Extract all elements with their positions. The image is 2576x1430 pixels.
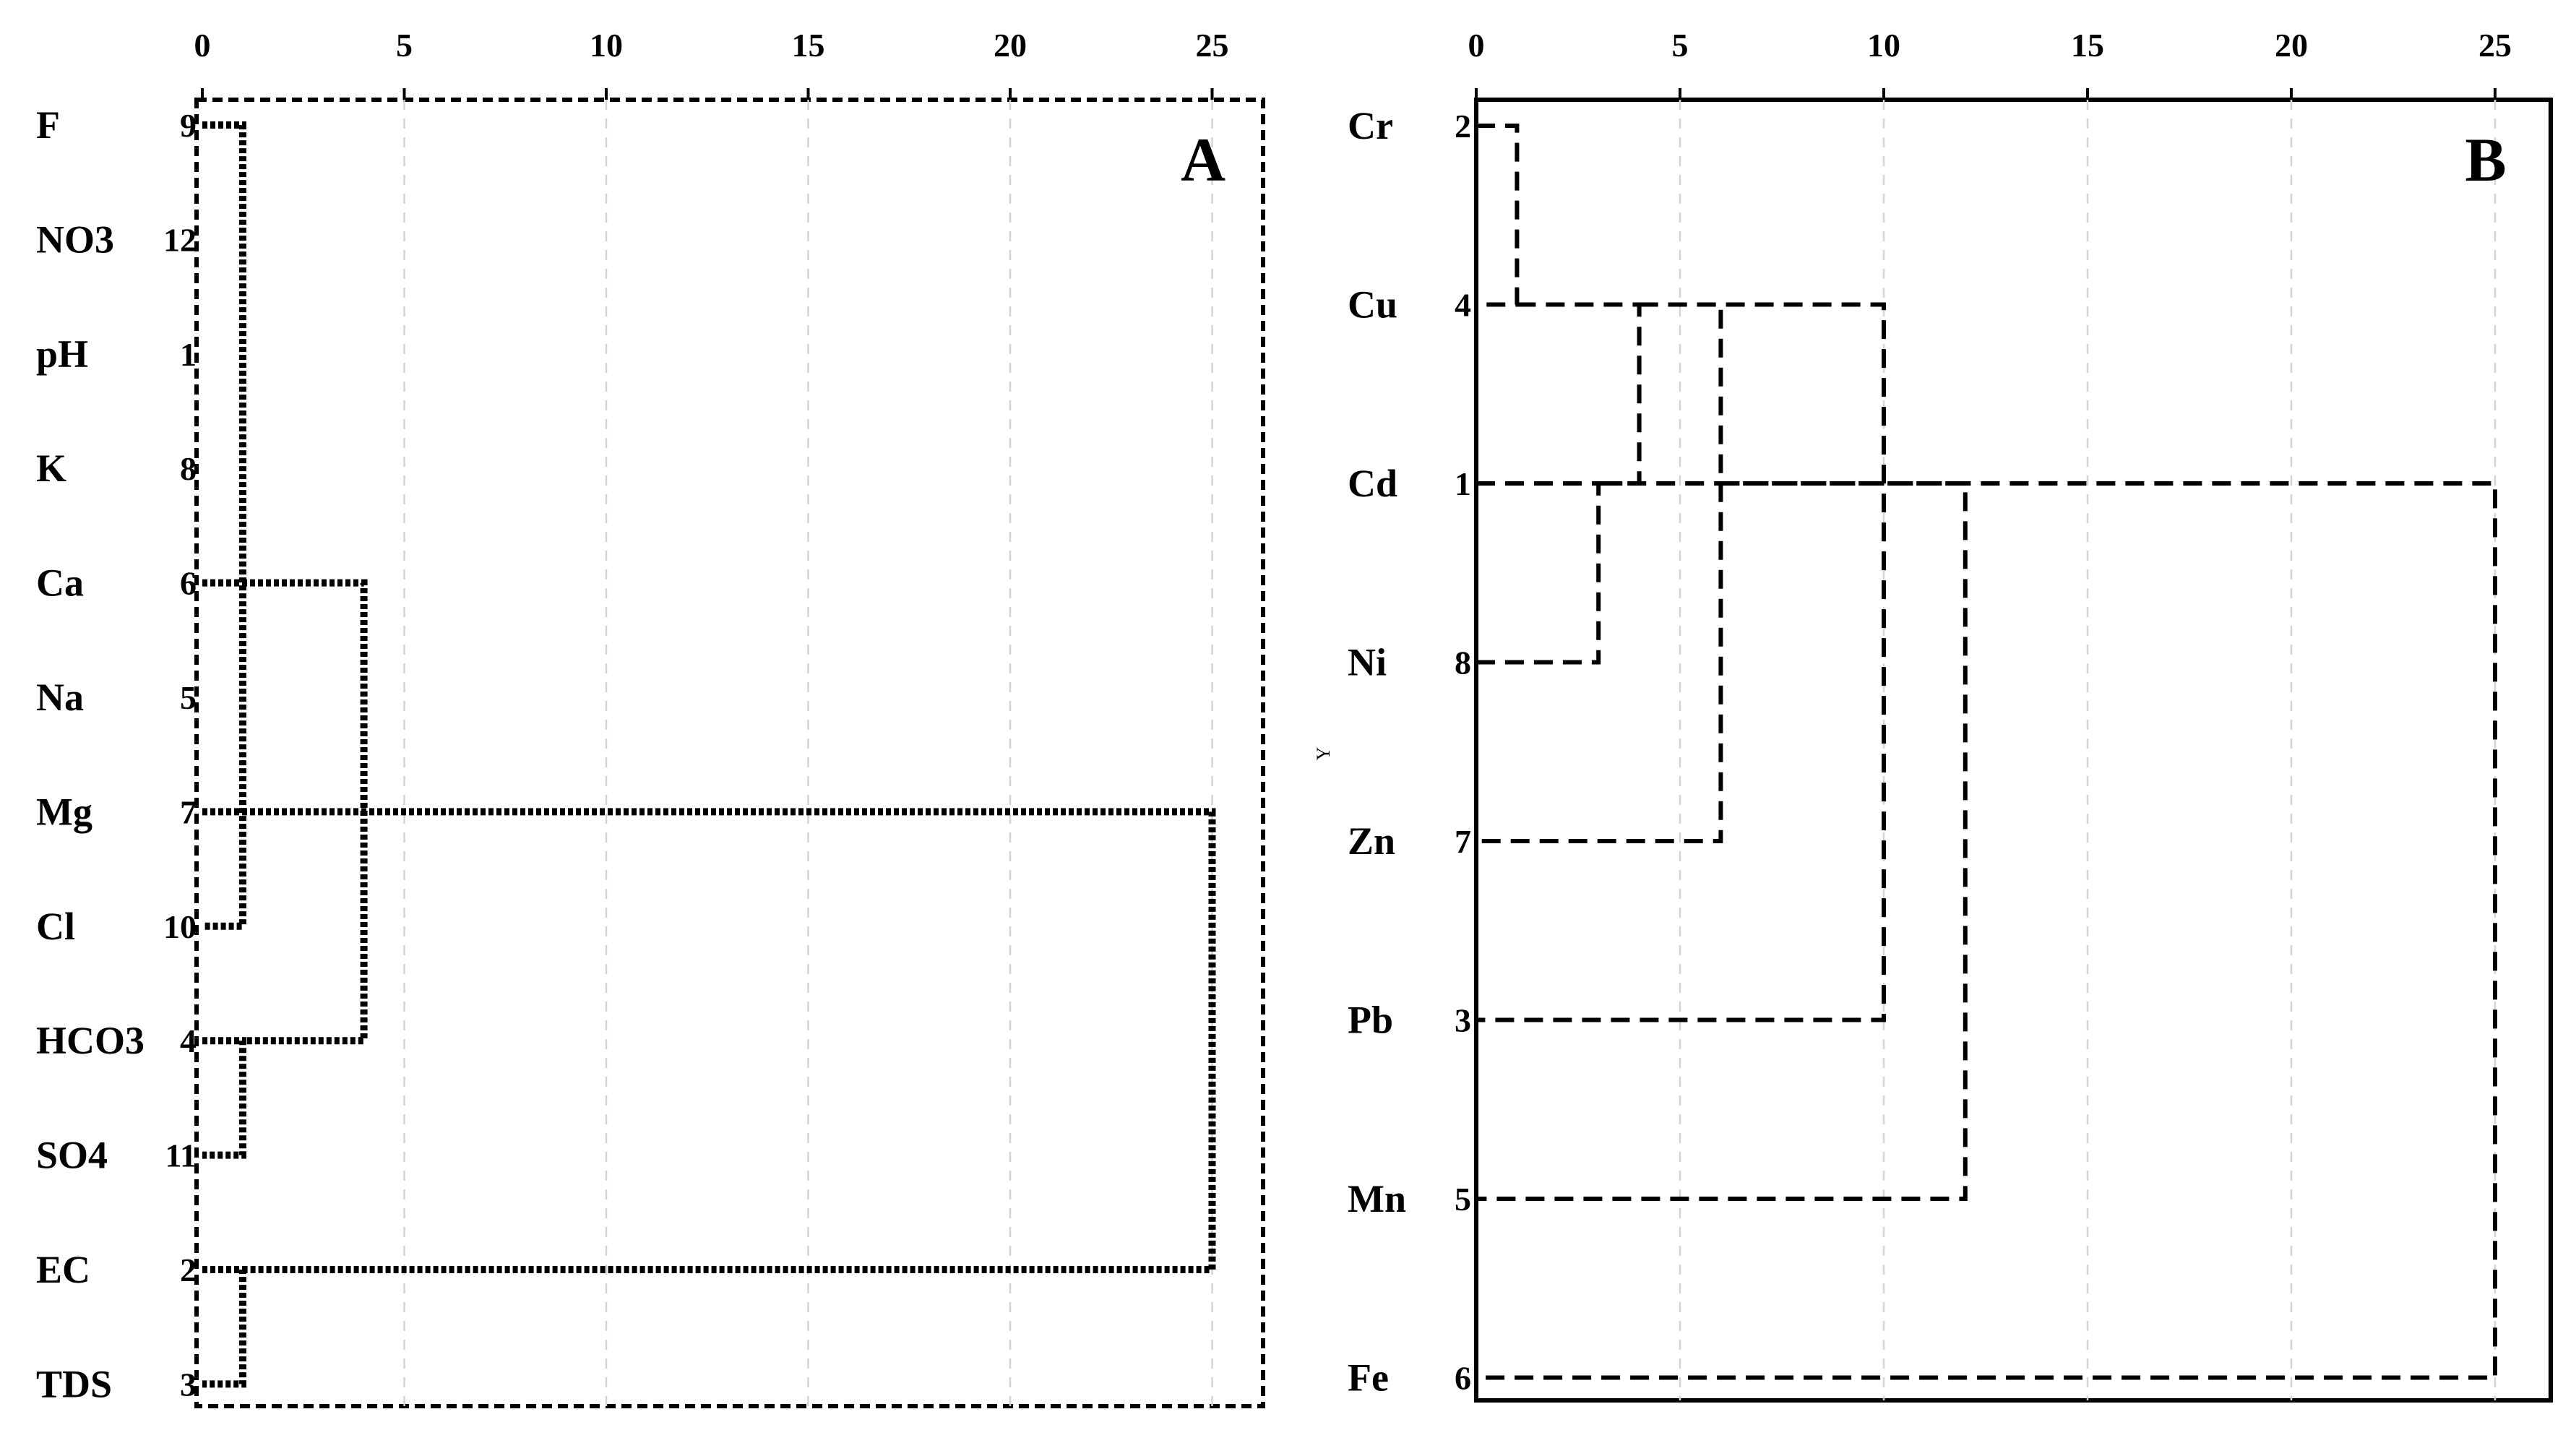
cluster-link	[1476, 481, 2497, 1380]
leaf-index: 12	[163, 221, 197, 258]
leaf-index: 9	[180, 107, 197, 144]
leaf-index: 7	[1455, 823, 1471, 860]
leaf-label: NO3	[36, 217, 114, 261]
leaf-label: Zn	[1348, 819, 1395, 863]
leaf-label: EC	[36, 1248, 90, 1291]
leaf-index: 1	[1455, 465, 1471, 502]
leaf-label: Mn	[1348, 1177, 1406, 1220]
leaf-label: Cr	[1348, 104, 1393, 147]
leaf-index: 4	[1455, 287, 1471, 324]
cluster-link	[202, 1266, 246, 1388]
x-tick-label: 10	[1867, 27, 1900, 64]
panel-label: B	[2465, 125, 2506, 194]
cluster-link	[202, 1037, 246, 1159]
axis-note: Y	[1313, 746, 1334, 760]
x-tick-label: 10	[590, 27, 623, 64]
leaf-label: TDS	[36, 1362, 112, 1405]
leaf-index: 2	[180, 1252, 197, 1288]
leaf-label: SO4	[36, 1134, 108, 1177]
leaf-index: 7	[180, 793, 197, 830]
leaf-label: Na	[36, 676, 84, 719]
cluster-link	[1517, 302, 1642, 486]
cluster-link	[1476, 481, 1601, 665]
x-tick-label: 15	[792, 27, 825, 64]
leaf-label: F	[36, 103, 60, 147]
cluster-link	[1476, 124, 1520, 307]
leaf-index: 8	[1455, 645, 1471, 681]
plot-frame	[1474, 98, 2553, 1403]
leaf-index: 11	[165, 1137, 197, 1174]
leaf-index: 8	[180, 450, 197, 487]
leaf-index: 10	[163, 908, 197, 945]
leaf-index: 2	[1455, 108, 1471, 145]
x-tick-label: 15	[2071, 27, 2104, 64]
leaf-label: Pb	[1348, 999, 1393, 1042]
leaf-index: 4	[180, 1022, 197, 1059]
leaf-label: Ni	[1348, 641, 1387, 684]
leaf-index: 5	[1455, 1181, 1471, 1218]
x-tick-label: 0	[1468, 27, 1485, 64]
leaf-label: pH	[36, 332, 88, 376]
cluster-link	[1476, 302, 1886, 1022]
leaf-index: 6	[180, 565, 197, 602]
cluster-link	[202, 808, 1216, 1273]
leaf-label: HCO3	[36, 1019, 145, 1062]
leaf-index: 5	[180, 679, 197, 716]
leaf-index: 1	[180, 336, 197, 373]
leaf-label: K	[36, 447, 66, 490]
leaf-label: Fe	[1348, 1356, 1389, 1400]
x-tick-label: 20	[994, 27, 1027, 64]
x-tick-label: 5	[1672, 27, 1689, 64]
leaf-index: 3	[180, 1366, 197, 1403]
plot-frame	[194, 98, 1265, 1408]
leaf-label: Ca	[36, 561, 84, 605]
leaf-index: 3	[1455, 1002, 1471, 1039]
x-tick-label: 0	[194, 27, 211, 64]
leaf-label: Cu	[1348, 283, 1397, 327]
panel-label: A	[1181, 125, 1225, 194]
x-tick-label: 25	[2478, 27, 2512, 64]
leaf-label: Cd	[1348, 462, 1397, 505]
cluster-link	[202, 121, 246, 930]
leaf-label: Cl	[36, 905, 75, 948]
x-tick-label: 20	[2275, 27, 2308, 64]
x-tick-label: 25	[1196, 27, 1229, 64]
x-tick-label: 5	[396, 27, 413, 64]
leaf-label: Mg	[36, 790, 92, 833]
leaf-index: 6	[1455, 1360, 1471, 1397]
